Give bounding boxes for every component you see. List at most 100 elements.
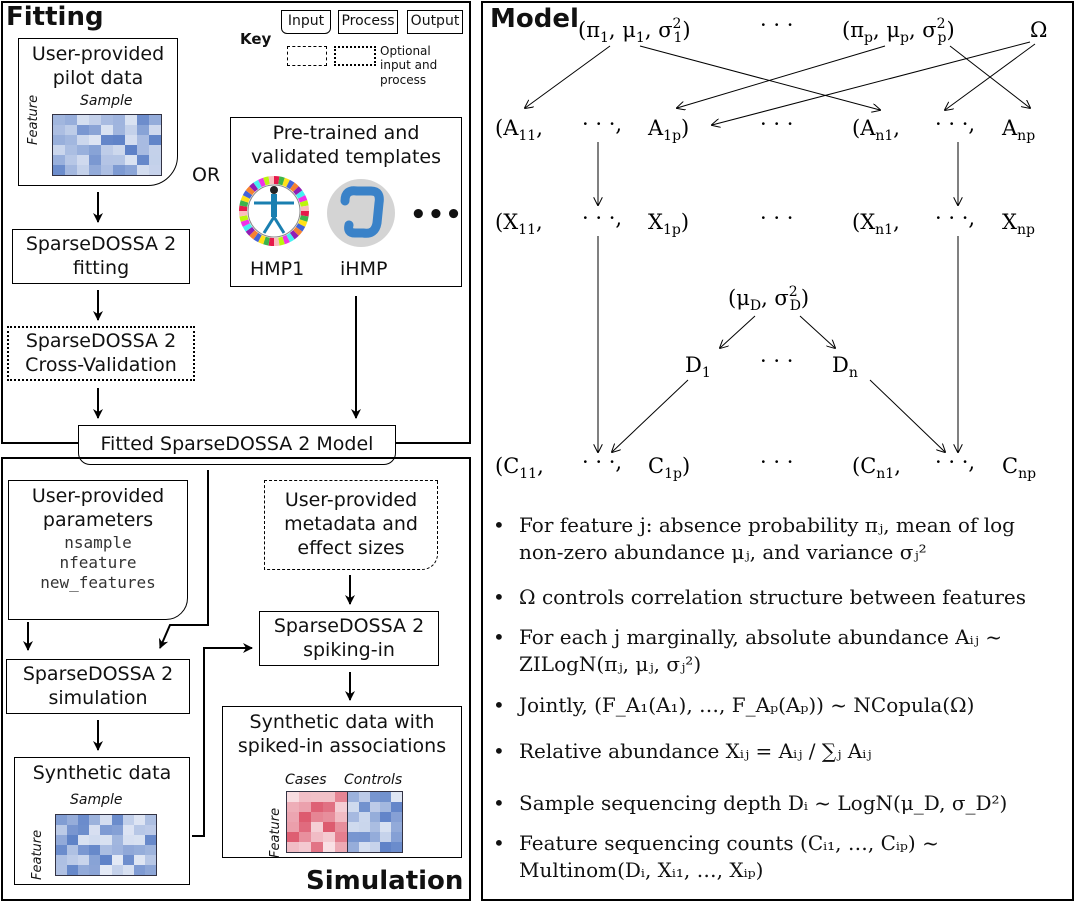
ring-segment <box>300 211 309 217</box>
heatmap-cell <box>348 792 359 802</box>
key-optional-label: Optional input and process <box>380 44 438 87</box>
svg-text:C1p): C1p) <box>648 454 690 482</box>
cases-heatmap <box>286 791 348 853</box>
heatmap-cell <box>113 115 125 125</box>
svg-text:(X11,: (X11, <box>495 210 543 238</box>
heatmap-cell <box>111 815 123 825</box>
heatmap-cell <box>101 135 113 145</box>
heatmap-cell <box>391 832 402 842</box>
heatmap-cell <box>77 155 89 165</box>
heatmap-cell <box>65 115 77 125</box>
heatmap-cell <box>113 165 125 175</box>
heatmap-cell <box>53 155 65 165</box>
svg-text:· · ·,: · · ·, <box>582 450 622 474</box>
heatmap-cell <box>100 835 112 845</box>
heatmap-cell <box>391 802 402 812</box>
ring-segment <box>282 235 290 245</box>
svg-text:Cnp: Cnp <box>1002 454 1036 482</box>
ring-segment <box>253 232 262 243</box>
heatmap-cell <box>89 155 101 165</box>
heatmap-cell <box>358 832 370 842</box>
heatmap-cell <box>113 155 125 165</box>
heatmap-cell <box>111 865 123 875</box>
heatmap-cell <box>78 855 90 865</box>
heatmap-cell <box>348 802 359 812</box>
heatmap-cell <box>358 802 370 812</box>
flow-arrows <box>23 192 361 837</box>
heatmap-cell <box>56 865 68 875</box>
heatmap-cell <box>133 825 145 835</box>
heatmap-cell <box>122 825 134 835</box>
heatmap-cell <box>391 792 402 802</box>
heatmap-cell <box>56 825 68 835</box>
heatmap-cell <box>89 815 101 825</box>
heatmap-cell <box>100 845 112 855</box>
heatmap-cell <box>137 125 149 135</box>
heatmap-cell <box>380 792 392 802</box>
svg-text:(C11,: (C11, <box>495 454 544 482</box>
heatmap-cell <box>101 125 113 135</box>
heatmap-cell <box>89 865 101 875</box>
fitting-title: Fitting <box>6 2 104 32</box>
heatmap-cell <box>323 842 335 852</box>
heatmap-cell <box>311 822 323 832</box>
bullet-6: Sample sequencing depth Dᵢ ~ LogN(μ_D, σ… <box>493 790 1065 817</box>
key-input: Input <box>281 10 331 34</box>
heatmap-cell <box>67 865 79 875</box>
heatmap-cell <box>144 815 156 825</box>
bullet-2: Ω controls correlation structure between… <box>493 584 1065 611</box>
heatmap-cell <box>78 825 90 835</box>
heatmap-cell <box>323 822 335 832</box>
heatmap-cell <box>380 812 392 822</box>
heatmap-cell <box>369 842 381 852</box>
heatmap-cell <box>369 822 381 832</box>
heatmap-cell <box>348 822 359 832</box>
heatmap-cell <box>311 802 323 812</box>
heatmap-cell <box>100 815 112 825</box>
ring-segment <box>268 176 274 185</box>
svg-text:(Xn1,: (Xn1, <box>852 210 900 238</box>
heatmap-cell <box>125 135 137 145</box>
ring-segment <box>239 200 249 207</box>
heatmap-cell <box>53 145 65 155</box>
svg-text:· · ·: · · · <box>760 450 793 474</box>
heatmap-cell <box>56 845 68 855</box>
heatmap-cell <box>67 815 79 825</box>
heatmap-cell <box>89 135 101 145</box>
heatmap-cell <box>89 125 101 135</box>
model-panel <box>481 1 1074 901</box>
heatmap-cell <box>67 845 79 855</box>
heatmap-cell <box>335 832 347 842</box>
heatmap-cell <box>335 822 347 832</box>
heatmap-cell <box>287 832 299 842</box>
more-templates-ellipsis: ••• <box>410 200 463 230</box>
heatmap-cell <box>100 855 112 865</box>
parameters-box: User-provided parameters nsample nfeatur… <box>8 480 188 620</box>
bullet-4: Jointly, (F_A₁(A₁), …, F_Aₚ(Aₚ)) ~ NCopu… <box>493 692 1065 719</box>
svg-text:(π1, μ1, σ21): (π1, μ1, σ21) <box>578 16 691 46</box>
heatmap-cell <box>89 145 101 155</box>
fitting-process-box: SparseDOSSA 2 fitting <box>12 229 190 284</box>
heatmap-cell <box>299 832 311 842</box>
heatmap-cell <box>369 832 381 842</box>
heatmap-cell <box>335 792 347 802</box>
heatmap-cell <box>287 812 299 822</box>
heatmap-cell <box>137 135 149 145</box>
heatmap-cell <box>89 825 101 835</box>
ring-segment <box>245 186 255 196</box>
heatmap-cell <box>89 845 101 855</box>
ring-segment <box>286 232 295 243</box>
ring-segment <box>289 182 299 192</box>
simulation-panel <box>1 457 471 901</box>
heatmap-cell <box>56 815 68 825</box>
svg-text:D1: D1 <box>685 353 711 381</box>
heatmap-cell <box>101 155 113 165</box>
ring-segment <box>295 190 306 199</box>
heatmap-cell <box>369 802 381 812</box>
heatmap-cell <box>133 835 145 845</box>
heatmap-cell <box>323 802 335 812</box>
heatmap-cell <box>77 135 89 145</box>
ring-segment <box>300 205 309 211</box>
cases-label: Cases <box>285 772 327 788</box>
